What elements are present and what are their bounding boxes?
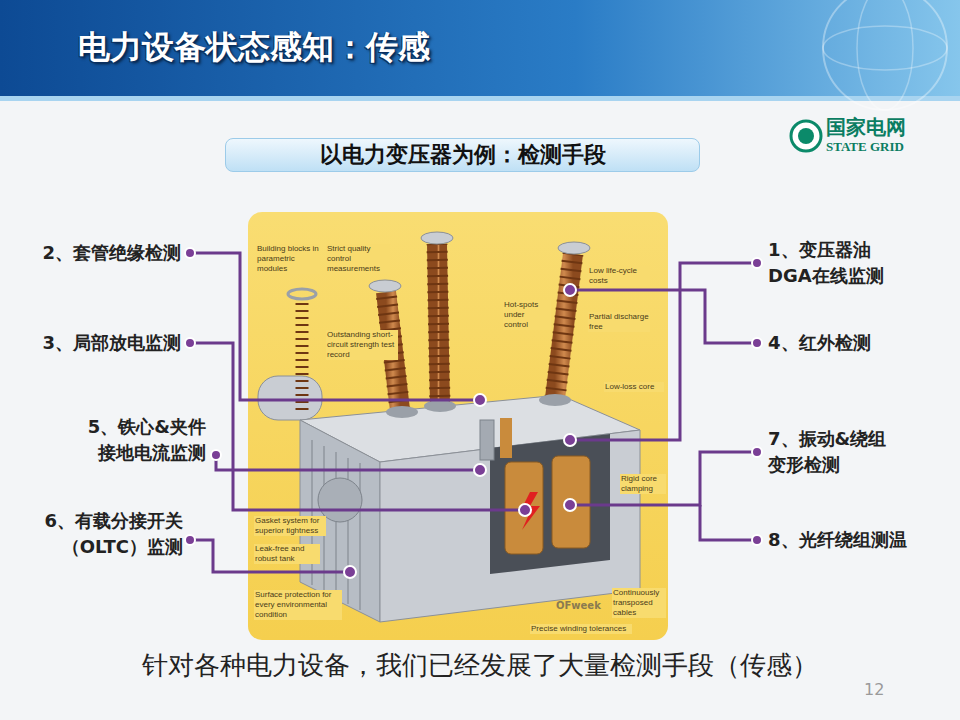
transformer-drawing [520, 492, 540, 530]
header-band [0, 0, 960, 110]
part-note: Hot-spots under control [503, 300, 551, 330]
transformer-drawing [296, 300, 309, 410]
transformer-drawing [552, 456, 590, 548]
part-note: Gasket system for superior tightness [254, 516, 326, 536]
callout-dot [211, 450, 221, 460]
part-note: Precise winding tolerances [530, 624, 632, 634]
transformer-drawing [248, 212, 668, 640]
part-note: Partial discharge free [588, 312, 650, 332]
callout-dot [185, 535, 195, 545]
part-note: Building blocks in parametric modules [256, 244, 320, 274]
callout-dot [474, 394, 486, 406]
leader-line [572, 452, 757, 505]
callout-dot [519, 504, 531, 516]
part-note: Surface protection for every environment… [254, 590, 342, 620]
callout-label: 5、铁心&夹件 接地电流监测 [56, 414, 206, 466]
header-band [0, 96, 960, 101]
transformer-drawing [369, 280, 401, 292]
watermark: OFweek [556, 600, 601, 611]
callout-label: 2、套管绝缘检测 [11, 240, 181, 266]
transformer-drawing [539, 394, 571, 406]
slide-caption: 针对各种电力设备，我们已经发展了大量检测手段（传感） [0, 648, 960, 683]
transformer-drawing [480, 420, 494, 460]
part-note: Continuously transposed cables [612, 588, 666, 618]
transformer-drawing [359, 463, 361, 610]
callout-dot [564, 499, 576, 511]
leader-line [216, 455, 478, 470]
part-note: Strict quality control measurements [326, 244, 390, 274]
header-band [823, 26, 947, 70]
header-band [0, 0, 960, 98]
leader-line [572, 263, 757, 440]
leader-line [572, 290, 757, 343]
header-band [857, 0, 913, 110]
leader-line [190, 540, 348, 572]
callout-label: 8、光纤绕组测温 [768, 527, 938, 553]
transformer-drawing [380, 430, 640, 622]
transformer-drawing [335, 452, 337, 598]
logo-emblem [791, 121, 821, 151]
callout-dot [752, 447, 762, 457]
callout-dot [752, 258, 762, 268]
page-number: 12 [864, 680, 884, 699]
callout-dot [564, 284, 576, 296]
callout-label: 7、振动&绕组 变形检测 [768, 426, 898, 478]
part-note: Low life-cycle costs [588, 266, 650, 286]
transformer-drawing [288, 289, 316, 299]
transformer-drawing [500, 418, 512, 458]
transformer-drawing [296, 300, 308, 410]
callout-label: 3、局部放电监测 [11, 330, 181, 356]
callout-dot [185, 338, 195, 348]
header-band [823, 0, 947, 110]
transformer-drawing [437, 244, 440, 405]
transformer-drawing [437, 244, 440, 405]
transformer-drawing [505, 462, 543, 554]
leader-line [190, 253, 757, 572]
callout-dot [474, 464, 486, 476]
subtitle-band: 以电力变压器为例：检测手段 [225, 138, 700, 172]
transformer-drawing [248, 212, 668, 640]
part-note: Outstanding short-circuit strength test … [326, 330, 398, 360]
slide-title: 电力设备状态感知：传感 [78, 26, 430, 70]
callout-dot [185, 248, 195, 258]
logo-text: 国家电网 [826, 114, 906, 141]
callout-dot [344, 566, 356, 578]
part-note: Rigid core clamping [620, 474, 666, 494]
callout-label: 1、变压器油 DGA在线监测 [768, 237, 893, 289]
transformer-drawing [386, 406, 418, 418]
leader-line [190, 343, 523, 510]
transformer-drawing [555, 254, 573, 398]
transformer-drawing [421, 232, 453, 244]
logo-emblem [791, 121, 821, 151]
callout-dot [185, 248, 762, 578]
leader-line [700, 505, 757, 540]
part-note: Low-loss core [604, 382, 664, 392]
callout-dot [564, 434, 576, 446]
callout-dot [752, 338, 762, 348]
logo-text: STATE GRID [826, 139, 904, 155]
transformer-drawing [555, 254, 573, 398]
transformer-drawing [258, 376, 322, 420]
transformer-drawing [558, 242, 590, 254]
callout-label: 6、有载分接开关 （OLTC）监测 [18, 508, 183, 560]
logo-emblem [798, 128, 814, 144]
subtitle-text: 以电力变压器为例：检测手段 [320, 140, 606, 170]
callout-label: 4、红外检测 [768, 330, 918, 356]
part-note: Leak-free and robust tank [254, 544, 320, 564]
transformer-drawing [424, 400, 456, 412]
callout-dot [752, 535, 762, 545]
